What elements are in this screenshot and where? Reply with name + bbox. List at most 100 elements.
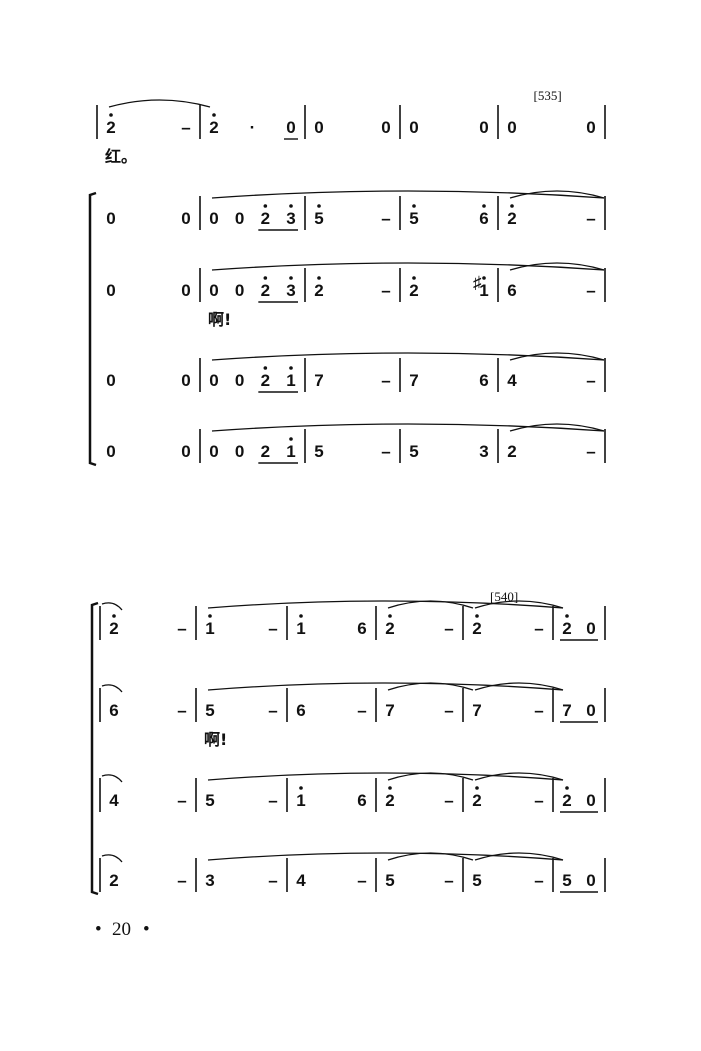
note: 2 — [472, 791, 481, 810]
tie-in — [101, 602, 123, 611]
slur — [387, 682, 474, 691]
note: 0 — [409, 118, 418, 137]
note: – — [444, 871, 453, 890]
note: 6 — [357, 619, 366, 638]
note: 1 — [286, 371, 295, 390]
octave-dot — [565, 786, 569, 790]
note: 0 — [586, 701, 595, 720]
note: – — [357, 871, 366, 890]
note: 0 — [381, 118, 390, 137]
note: 0 — [106, 209, 115, 228]
note: – — [268, 871, 277, 890]
sharp-accidental: ♯ — [473, 273, 482, 292]
tie-in — [101, 774, 123, 783]
note: 5 — [314, 442, 323, 461]
note: 2 — [472, 619, 481, 638]
octave-dot — [565, 614, 569, 618]
note: 1 — [296, 791, 305, 810]
octave-dot — [263, 366, 268, 370]
note: 0 — [209, 209, 218, 228]
note: 2 — [261, 281, 270, 300]
octave-dot — [289, 366, 293, 370]
octave-dot — [475, 614, 479, 618]
note: – — [268, 791, 277, 810]
note: 0 — [209, 371, 218, 390]
note: – — [381, 281, 390, 300]
note: – — [534, 701, 543, 720]
slur — [474, 852, 564, 861]
note: 0 — [286, 118, 295, 137]
octave-dot — [289, 437, 293, 441]
note: – — [534, 871, 543, 890]
note: – — [177, 871, 186, 890]
octave-dot — [289, 204, 293, 208]
note: – — [381, 442, 390, 461]
note: 3 — [286, 281, 295, 300]
note: 5 — [385, 871, 394, 890]
octave-dot — [317, 204, 321, 208]
slur — [207, 600, 564, 609]
note: 6 — [479, 209, 488, 228]
octave-dot — [299, 786, 303, 790]
note: – — [381, 209, 390, 228]
note: 2 — [562, 791, 571, 810]
octave-dot — [109, 113, 113, 117]
note: 6 — [479, 371, 488, 390]
note: – — [586, 209, 595, 228]
note: 0 — [586, 871, 595, 890]
note: 7 — [385, 701, 394, 720]
note: 0 — [235, 281, 244, 300]
octave-dot — [289, 276, 293, 280]
note: 0 — [181, 371, 190, 390]
slur — [509, 423, 605, 432]
note: 4 — [109, 791, 119, 810]
note: – — [357, 701, 366, 720]
note: 0 — [235, 209, 244, 228]
note: 0 — [235, 442, 244, 461]
note: 5 — [314, 209, 323, 228]
note: 0 — [586, 118, 595, 137]
system-bracket — [90, 601, 99, 896]
note: 0 — [479, 118, 488, 137]
note: 7 — [314, 371, 323, 390]
note: 0 — [235, 371, 244, 390]
note: 2 — [109, 619, 118, 638]
note: – — [268, 701, 277, 720]
note: 2 — [507, 442, 516, 461]
slur — [387, 852, 474, 861]
note: 0 — [181, 209, 190, 228]
octave-dot — [317, 276, 321, 280]
note: 0 — [106, 442, 115, 461]
note: 5 — [205, 701, 214, 720]
note: – — [534, 619, 543, 638]
note: 2 — [106, 118, 115, 137]
system-bracket — [88, 191, 97, 467]
note: 2 — [385, 619, 394, 638]
note: – — [444, 619, 453, 638]
note: – — [444, 701, 453, 720]
note: 1 — [286, 442, 295, 461]
note: – — [444, 791, 453, 810]
note: 3 — [286, 209, 295, 228]
note: – — [177, 619, 186, 638]
note: 0 — [106, 371, 115, 390]
rehearsal-mark: [535] — [534, 88, 562, 103]
slur — [509, 352, 605, 361]
note: 0 — [314, 118, 323, 137]
note: 3 — [205, 871, 214, 890]
octave-dot — [263, 276, 268, 280]
note: 2 — [409, 281, 418, 300]
note: 7 — [562, 701, 571, 720]
rehearsal-mark: [540] — [490, 589, 518, 604]
slur — [207, 772, 564, 781]
slur — [509, 262, 605, 271]
note: – — [268, 619, 277, 638]
note: 7 — [472, 701, 481, 720]
note: 4 — [296, 871, 306, 890]
note: 2 — [261, 371, 270, 390]
octave-dot — [482, 276, 486, 280]
